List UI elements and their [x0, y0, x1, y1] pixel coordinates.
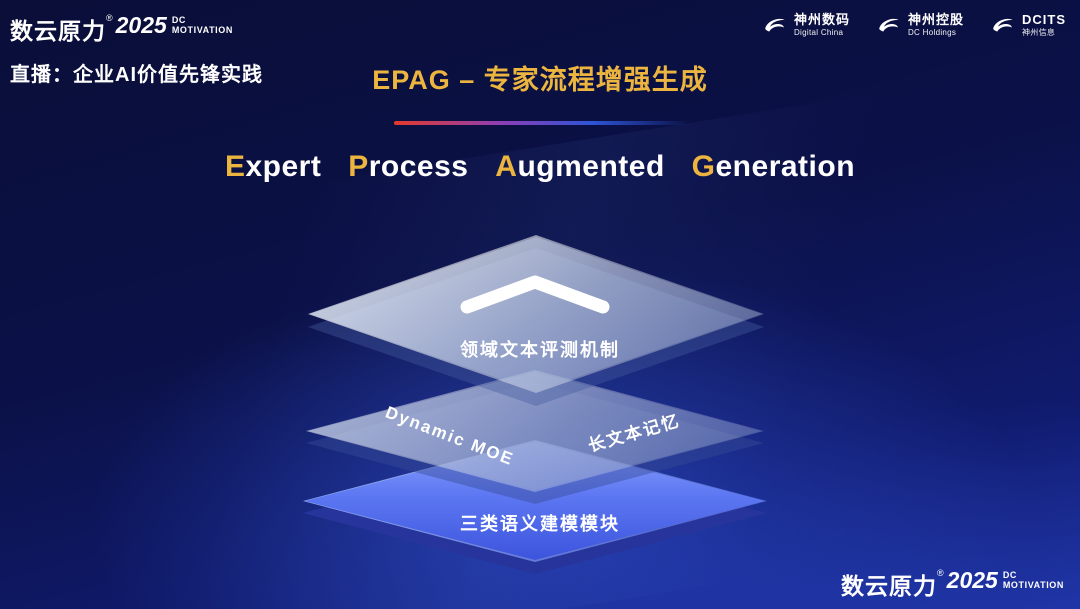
partner-subname: DC Holdings — [907, 28, 957, 38]
brand-logo-bottom-right: 数云原力 ® 2025 DC MOTIVATION — [841, 567, 1064, 601]
english-title-word: Generation — [691, 150, 856, 183]
brand-motivation: MOTIVATION — [171, 25, 233, 36]
dc-holdings-swoosh-icon — [879, 19, 899, 32]
registered-mark: ® — [106, 13, 113, 23]
brand-name: 数云原力 — [841, 573, 938, 599]
english-title-word: Expert — [224, 150, 322, 183]
brand-subtitle: DC MOTIVATION — [1003, 570, 1064, 591]
chevron-up-icon — [460, 275, 610, 314]
slide-title: EPAG – 专家流程增强生成 — [372, 65, 708, 95]
digital-china-swoosh-icon — [765, 19, 785, 32]
layer-label-semantic-modeling: 三类语义建模模块 — [460, 514, 620, 534]
dcits-swoosh-icon — [993, 19, 1013, 32]
partner-digital-china: 神州数码 Digital China — [762, 12, 850, 38]
english-title: Expert Process Augmented Generation — [0, 150, 1080, 184]
brand-name: 数云原力 — [10, 18, 106, 44]
partner-logos: 神州数码 Digital China 神州控股 DC Holdings DCIT… — [762, 12, 1066, 38]
brand-logo-top-left: 数云原力 ® 2025 DC MOTIVATION — [10, 12, 233, 46]
brand-motivation: MOTIVATION — [1002, 580, 1064, 591]
english-title-word: Augmented — [495, 150, 665, 183]
gradient-divider-line — [394, 121, 686, 125]
live-stream-label: 直播：企业AI价值先锋实践 — [10, 64, 263, 86]
partner-name: DCITS — [1022, 12, 1066, 27]
english-title-word: Process — [348, 150, 469, 183]
brand-dc: DC — [171, 15, 187, 25]
partner-subname: Digital China — [793, 28, 844, 38]
partner-dcits: DCITS 神州信息 — [990, 12, 1066, 38]
layer-label-evaluation: 领域文本评测机制 — [460, 340, 620, 360]
partner-subname: 神州信息 — [1022, 28, 1056, 38]
registered-mark: ® — [937, 568, 944, 578]
partner-name: 神州控股 — [907, 12, 964, 27]
brand-year: 2025 — [946, 567, 998, 593]
partner-dc-holdings: 神州控股 DC Holdings — [876, 12, 964, 38]
brand-dc: DC — [1002, 570, 1018, 580]
partner-name: 神州数码 — [793, 12, 850, 27]
brand-year: 2025 — [115, 12, 167, 38]
brand-subtitle: DC MOTIVATION — [172, 15, 233, 36]
